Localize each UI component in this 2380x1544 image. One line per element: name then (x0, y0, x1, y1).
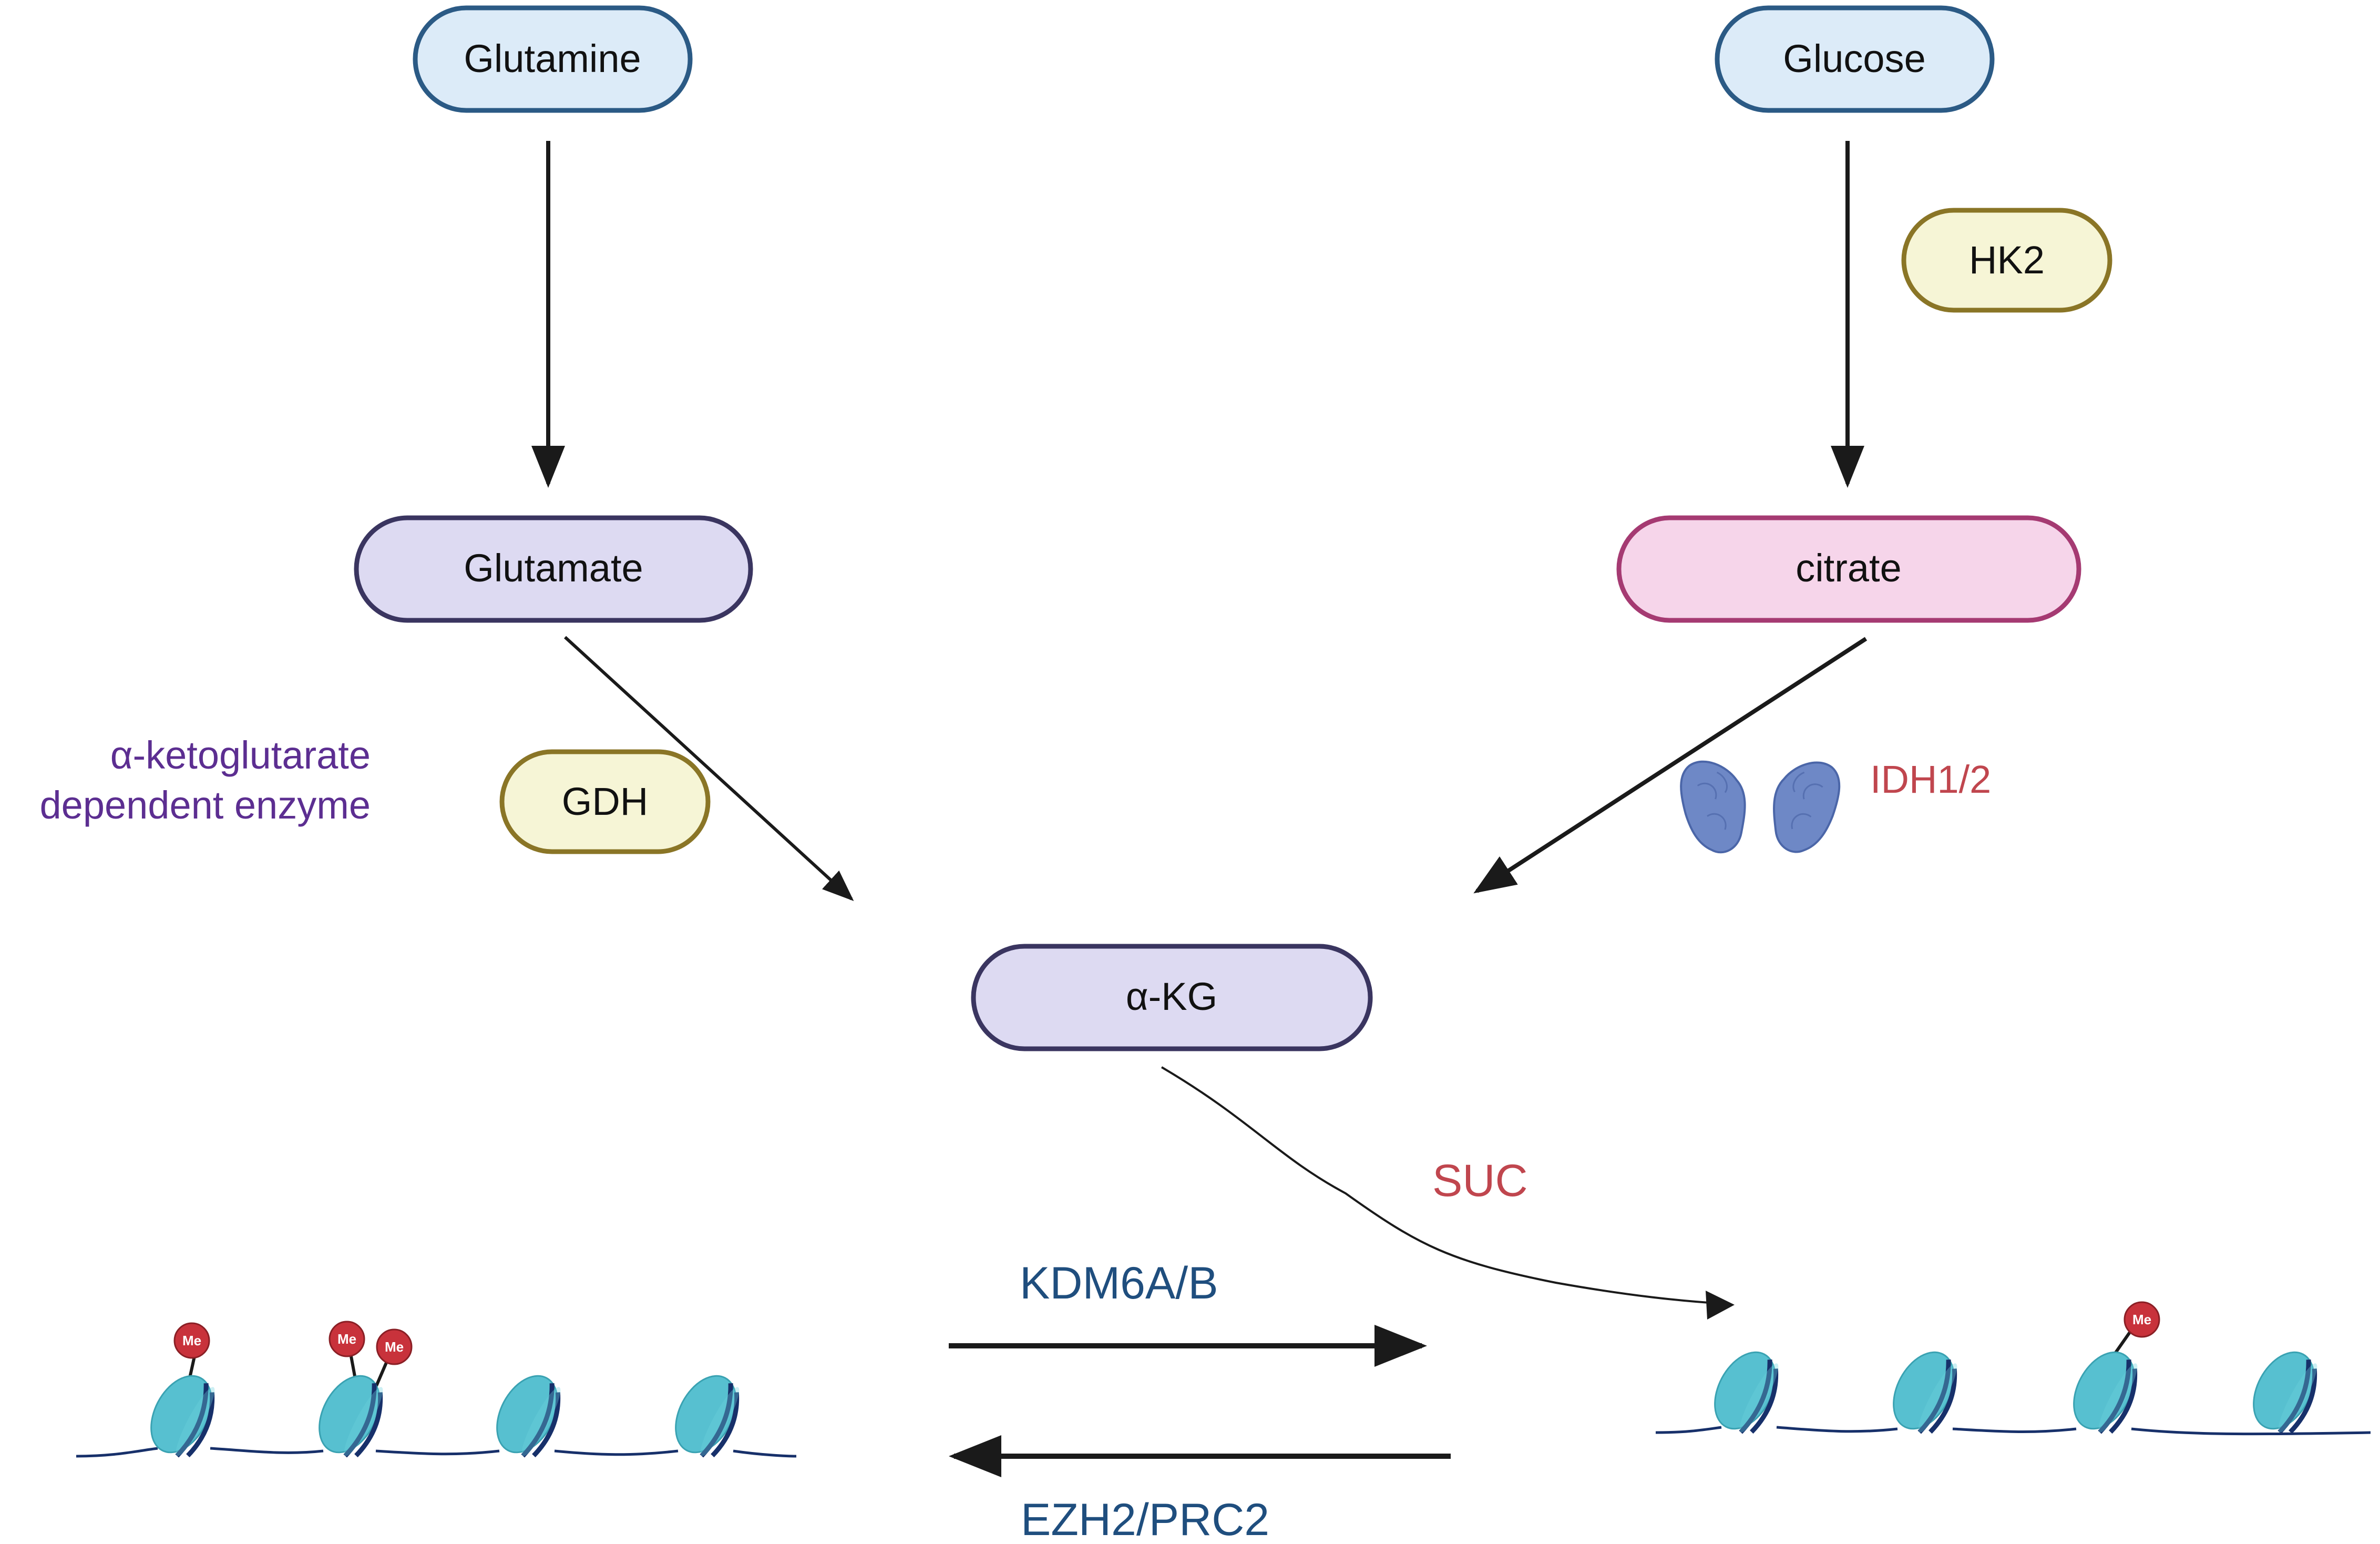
akg-dependent-enzyme-line2: dependent enzyme (40, 783, 371, 827)
dna-strand-right (1655, 1426, 2371, 1436)
chromatin-demethylated: Me (1655, 1301, 2371, 1439)
node-akg-label: α-KG (1126, 975, 1217, 1018)
nucleosome (2241, 1342, 2326, 1439)
node-akg: α-KG (971, 944, 1373, 1051)
node-glutamine: Glutamine (413, 5, 693, 113)
arrow-citrate-to-akg (1473, 637, 1868, 894)
kdm-label: KDM6A/B (1020, 1258, 1218, 1308)
enzyme-gdh: GDH (499, 749, 711, 854)
chromatin-methylated: Me Me Me (76, 1321, 797, 1463)
me-mark: Me (376, 1328, 413, 1365)
node-glucose-label: Glucose (1783, 37, 1925, 80)
akg-dependent-enzyme-line1: α-ketoglutarate (110, 733, 371, 777)
nucleosome (1881, 1342, 1966, 1439)
node-citrate-label: citrate (1796, 546, 1902, 590)
idh-protein-icon (1676, 753, 1845, 860)
nucleosome (2061, 1342, 2147, 1439)
svg-text:Me: Me (182, 1333, 201, 1348)
arrow-akg-to-demethylated-chromatin-head (1706, 1291, 1735, 1320)
node-glutamine-label: Glutamine (464, 37, 641, 80)
ezh-label: EZH2/PRC2 (1021, 1495, 1269, 1544)
me-mark: Me (2123, 1301, 2160, 1338)
nucleosome (485, 1366, 570, 1463)
enzyme-hk2: HK2 (1901, 208, 2112, 313)
arrow-glutamate-to-akg (563, 636, 854, 902)
enzyme-idh-label: IDH1/2 (1870, 758, 1991, 801)
svg-text:Me: Me (337, 1331, 356, 1347)
nucleosome (1702, 1342, 1788, 1439)
enzyme-gdh-label: GDH (562, 780, 648, 823)
svg-text:Me: Me (385, 1339, 404, 1355)
svg-text:Me: Me (2132, 1312, 2151, 1327)
arrow-akg-to-demethylated-chromatin (1161, 1066, 1725, 1305)
node-glucose: Glucose (1715, 5, 1995, 113)
me-mark: Me (329, 1321, 365, 1357)
enzyme-hk2-label: HK2 (1969, 238, 2045, 282)
me-mark: Me (173, 1322, 210, 1359)
suc-label: SUC (1432, 1156, 1528, 1206)
dna-strand-left (76, 1447, 797, 1458)
node-citrate: citrate (1616, 515, 2081, 623)
node-glutamate-label: Glutamate (464, 546, 643, 590)
node-glutamate: Glutamate (354, 515, 753, 623)
nucleosome (663, 1366, 748, 1463)
